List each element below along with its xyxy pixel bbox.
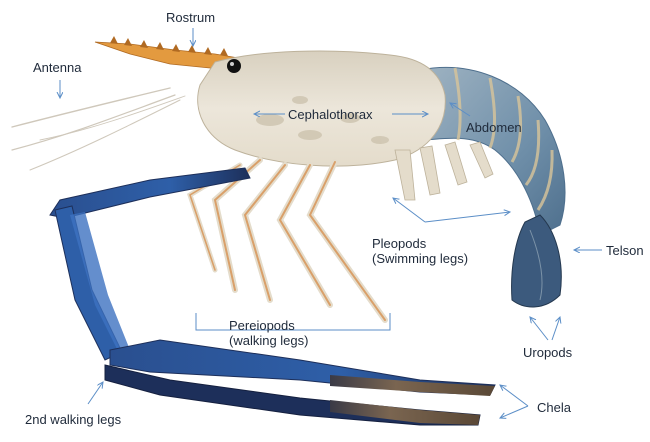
chela-pointer-2 bbox=[500, 406, 528, 418]
label-pereiopods-line1: Pereiopods bbox=[229, 318, 308, 333]
label-telson: Telson bbox=[606, 243, 644, 258]
pleopods-pointer-2 bbox=[425, 212, 510, 222]
label-pleopods-line1: Pleopods bbox=[372, 236, 468, 251]
label-chela: Chela bbox=[537, 400, 571, 415]
uropods-pointer-2 bbox=[552, 317, 560, 340]
label-pleopods-line2: (Swimming legs) bbox=[372, 251, 468, 266]
label-uropods: Uropods bbox=[523, 345, 572, 360]
label-cephalothorax: Cephalothorax bbox=[288, 107, 373, 122]
label-rostrum: Rostrum bbox=[166, 10, 215, 25]
abdomen-pointer bbox=[450, 103, 470, 116]
label-abdomen: Abdomen bbox=[466, 120, 522, 135]
label-pereiopods-line2: (walking legs) bbox=[229, 333, 308, 348]
second-walking-legs-pointer bbox=[88, 382, 103, 404]
uropods-pointer-1 bbox=[530, 317, 548, 340]
label-pereiopods: Pereiopods (walking legs) bbox=[229, 318, 308, 348]
chela-pointer-1 bbox=[500, 385, 528, 406]
label-second-walking-legs: 2nd walking legs bbox=[25, 412, 121, 427]
pleopods-pointer-1 bbox=[393, 198, 425, 222]
label-antenna: Antenna bbox=[33, 60, 81, 75]
label-pleopods: Pleopods (Swimming legs) bbox=[372, 236, 468, 266]
